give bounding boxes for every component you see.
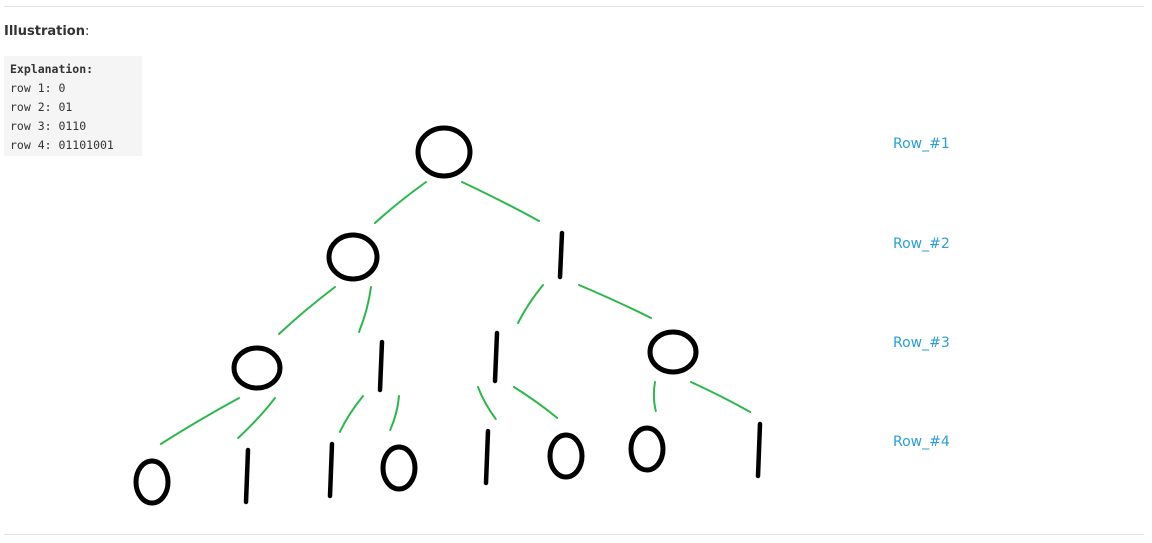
tree-edge bbox=[278, 286, 336, 335]
explanation-title: Explanation: bbox=[10, 62, 94, 76]
digit-zero-shape bbox=[380, 444, 418, 492]
digit-one-stroke bbox=[377, 339, 385, 393]
tree-edge bbox=[477, 386, 497, 420]
tree-node-zero bbox=[380, 444, 418, 492]
digit-one-stroke bbox=[483, 428, 491, 486]
digit-one-stroke bbox=[557, 230, 565, 280]
digit-zero-shape bbox=[547, 432, 585, 480]
tree-node-one bbox=[243, 447, 251, 505]
explanation-code-block: Explanation: row 1: 0 row 2: 01 row 3: 0… bbox=[4, 56, 142, 156]
tree-node-zero bbox=[326, 232, 380, 282]
explanation-row-4: row 4: 01101001 bbox=[10, 138, 114, 152]
digit-one-stroke bbox=[327, 441, 335, 499]
tree-edge bbox=[374, 181, 427, 224]
heading-label: Illustration bbox=[4, 24, 85, 39]
tree-edge bbox=[517, 284, 544, 324]
tree-node-zero bbox=[547, 432, 585, 480]
tree-nodes bbox=[133, 125, 763, 506]
tree-edge bbox=[461, 181, 540, 222]
digit-zero-shape bbox=[133, 458, 171, 506]
tree-edge bbox=[652, 381, 657, 412]
tree-edge bbox=[513, 386, 559, 419]
tree-node-one bbox=[492, 330, 500, 384]
tree-edge bbox=[690, 381, 752, 413]
explanation-row-2: row 2: 01 bbox=[10, 100, 73, 114]
tree-node-one bbox=[377, 339, 385, 393]
tree-node-zero bbox=[231, 345, 283, 391]
tree-edge bbox=[159, 397, 240, 445]
tree-node-zero bbox=[133, 458, 171, 506]
tree-node-zero bbox=[647, 329, 699, 375]
tree-edge bbox=[237, 397, 276, 439]
tree-node-zero bbox=[628, 425, 666, 473]
bottom-divider bbox=[4, 534, 1144, 535]
tree-node-one bbox=[327, 441, 335, 499]
digit-one-stroke bbox=[243, 447, 251, 505]
explanation-row-1: row 1: 0 bbox=[10, 81, 66, 95]
row-label-3: Row_#3 bbox=[893, 335, 950, 351]
tree-node-one bbox=[557, 230, 565, 280]
row-label-2: Row_#2 bbox=[893, 236, 950, 252]
digit-one-stroke bbox=[492, 330, 500, 384]
explanation-row-3: row 3: 0110 bbox=[10, 119, 87, 133]
illustration-heading: Illustration: bbox=[4, 24, 89, 39]
row-label-1: Row_#1 bbox=[893, 136, 950, 152]
tree-node-one bbox=[483, 428, 491, 486]
tree-node-one bbox=[755, 421, 763, 479]
digit-zero-shape bbox=[415, 125, 473, 179]
digit-zero-shape bbox=[231, 345, 283, 391]
digit-zero-shape bbox=[326, 232, 380, 282]
digit-one-stroke bbox=[755, 421, 763, 479]
heading-colon: : bbox=[85, 24, 90, 39]
tree-edges bbox=[159, 181, 752, 445]
tree-edge bbox=[578, 284, 652, 319]
tree-edge bbox=[389, 395, 400, 431]
tree-edge bbox=[338, 395, 364, 433]
digit-zero-shape bbox=[628, 425, 666, 473]
row-label-4: Row_#4 bbox=[893, 434, 950, 450]
digit-zero-shape bbox=[647, 329, 699, 375]
tree-edge bbox=[358, 286, 372, 333]
top-divider bbox=[4, 6, 1144, 7]
tree-node-zero bbox=[415, 125, 473, 179]
